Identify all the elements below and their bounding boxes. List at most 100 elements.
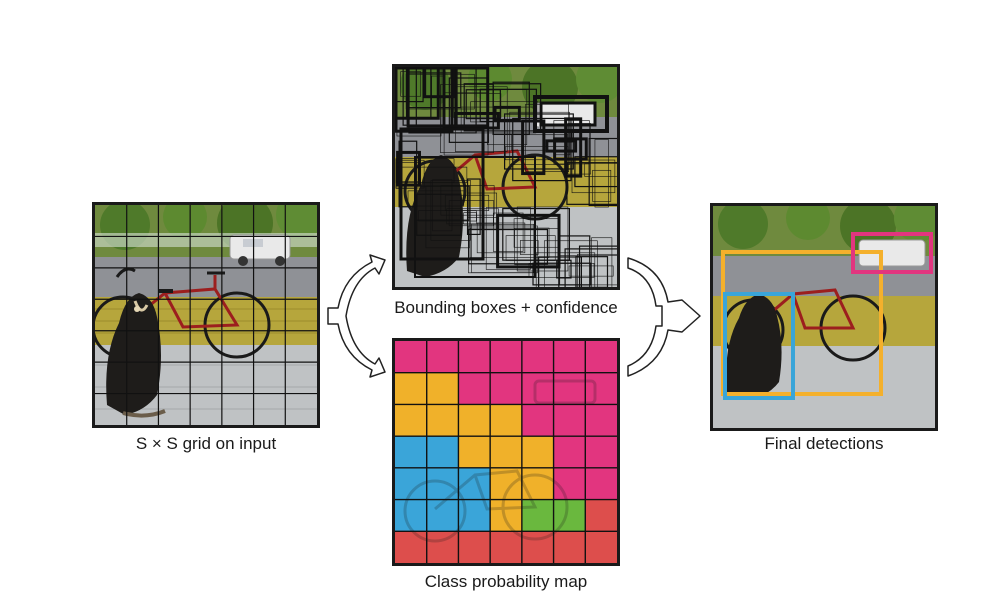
predicted-box bbox=[423, 67, 456, 99]
class-cell bbox=[490, 467, 523, 501]
predicted-box bbox=[591, 237, 613, 287]
class-cell bbox=[395, 531, 428, 563]
predicted-box bbox=[432, 179, 453, 232]
class-cell bbox=[490, 436, 523, 469]
predicted-box bbox=[492, 81, 530, 136]
predicted-box bbox=[571, 159, 616, 194]
class-cell bbox=[395, 436, 428, 469]
class-cell bbox=[553, 404, 586, 437]
class-cell bbox=[553, 467, 586, 501]
final-caption: Final detections bbox=[764, 434, 884, 453]
class-cell bbox=[458, 531, 491, 563]
class-cell bbox=[395, 499, 428, 532]
predicted-box bbox=[448, 77, 489, 143]
predicted-box bbox=[405, 67, 432, 120]
class-cell bbox=[585, 467, 617, 501]
predicted-box bbox=[533, 95, 609, 133]
detection-box-car bbox=[851, 232, 933, 274]
predicted-box bbox=[400, 71, 422, 97]
predicted-box bbox=[564, 117, 583, 178]
predicted-box bbox=[493, 212, 524, 252]
class-cell bbox=[426, 341, 459, 374]
class-cell bbox=[490, 404, 523, 437]
predicted-box bbox=[463, 212, 477, 225]
input-grid-lines bbox=[95, 205, 317, 425]
class-cell bbox=[426, 404, 459, 437]
predicted-box bbox=[577, 253, 617, 287]
class-cell bbox=[553, 499, 586, 532]
predicted-box bbox=[440, 185, 495, 216]
class-cell bbox=[395, 341, 428, 374]
class-cell bbox=[585, 531, 617, 563]
predicted-box bbox=[564, 248, 617, 287]
predicted-box bbox=[398, 140, 418, 208]
class-cell bbox=[395, 467, 428, 501]
class-cell bbox=[585, 341, 617, 374]
predicted-box bbox=[395, 162, 420, 182]
class-cell bbox=[426, 531, 459, 563]
predicted-box bbox=[503, 113, 574, 170]
split-arrow-icon bbox=[327, 254, 386, 378]
class-cell bbox=[521, 467, 555, 501]
class-map-caption: Class probability map bbox=[424, 572, 588, 591]
class-cell bbox=[521, 372, 555, 405]
class-cell bbox=[458, 404, 491, 437]
predicted-box bbox=[505, 235, 556, 261]
class-cells bbox=[395, 341, 617, 563]
class-cell bbox=[458, 467, 491, 501]
predicted-boxes bbox=[395, 67, 617, 287]
final-detections-panel bbox=[710, 203, 938, 431]
class-cell bbox=[426, 436, 459, 469]
class-cell bbox=[585, 436, 617, 469]
predicted-box bbox=[592, 169, 612, 202]
predicted-box bbox=[454, 86, 508, 152]
final-scene bbox=[713, 206, 935, 428]
detection-box-dog bbox=[723, 292, 795, 400]
class-cell bbox=[585, 404, 617, 437]
class-cell bbox=[395, 404, 428, 437]
predicted-box bbox=[425, 185, 470, 249]
class-cell bbox=[395, 372, 428, 405]
class-cell bbox=[490, 341, 523, 374]
predicted-box bbox=[539, 101, 597, 127]
boxes-caption: Bounding boxes + confidence bbox=[394, 298, 618, 317]
predicted-box bbox=[578, 245, 617, 287]
predicted-box bbox=[399, 127, 485, 261]
class-cell bbox=[490, 499, 523, 532]
class-cell bbox=[553, 341, 586, 374]
merge-arrow-icon bbox=[627, 257, 701, 377]
predicted-box bbox=[485, 207, 531, 270]
predicted-box bbox=[407, 190, 465, 207]
class-cell bbox=[458, 499, 491, 532]
predicted-box bbox=[584, 163, 617, 177]
predicted-box bbox=[416, 193, 462, 236]
predicted-box bbox=[594, 139, 609, 208]
input-image-panel bbox=[92, 202, 320, 428]
predicted-box bbox=[496, 213, 561, 269]
predicted-box bbox=[566, 162, 617, 205]
class-cell bbox=[521, 341, 555, 374]
predicted-box bbox=[575, 256, 609, 287]
class-cell bbox=[521, 436, 555, 469]
input-caption: S × S grid on input bbox=[135, 434, 277, 453]
class-cell bbox=[458, 436, 491, 469]
predicted-box bbox=[476, 222, 526, 254]
class-grid-lines bbox=[395, 341, 617, 563]
class-cell bbox=[426, 499, 459, 532]
class-cell bbox=[585, 499, 617, 532]
class-cell bbox=[490, 531, 523, 563]
class-cell bbox=[585, 372, 617, 405]
predicted-box bbox=[516, 206, 569, 272]
predicted-box bbox=[574, 156, 617, 188]
predicted-box bbox=[468, 228, 549, 265]
class-cell bbox=[458, 341, 491, 374]
class-cell bbox=[426, 372, 459, 405]
class-cell bbox=[553, 531, 586, 563]
boxes-scene bbox=[395, 67, 617, 287]
class-cell bbox=[490, 372, 523, 405]
bounding-boxes-panel bbox=[392, 64, 620, 290]
class-cell bbox=[458, 372, 491, 405]
predicted-box bbox=[469, 227, 550, 258]
class-cell bbox=[521, 531, 555, 563]
